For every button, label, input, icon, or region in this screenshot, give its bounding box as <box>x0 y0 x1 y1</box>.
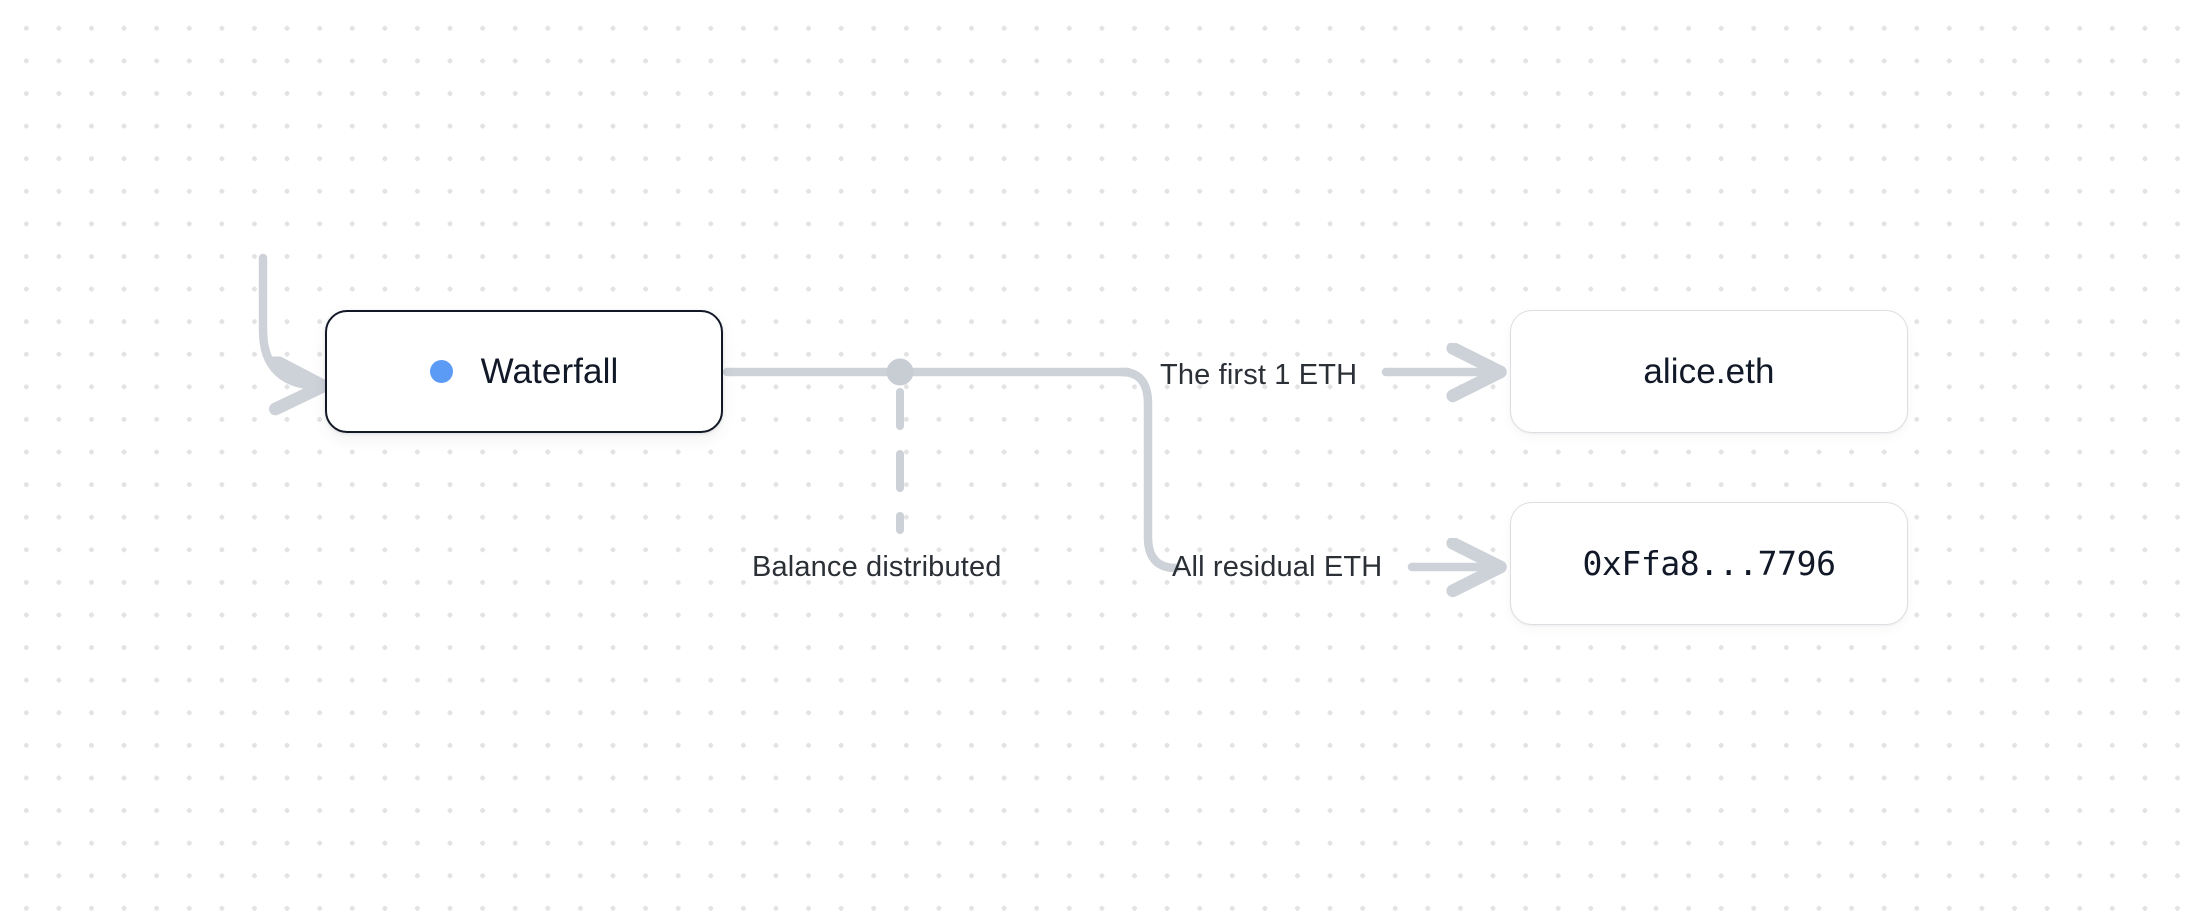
node-alice-eth[interactable]: alice.eth <box>1510 310 1908 433</box>
edge-inbound <box>258 253 320 386</box>
node-waterfall[interactable]: Waterfall <box>325 310 723 433</box>
node-address-label: 0xFfa8...7796 <box>1582 544 1836 583</box>
node-waterfall-label: Waterfall <box>480 351 619 391</box>
edge-label-first-eth[interactable]: The first 1 ETH <box>1160 359 1358 391</box>
edge-label-residual-eth[interactable]: All residual ETH <box>1172 551 1383 583</box>
node-alice-eth-label: alice.eth <box>1643 351 1775 391</box>
node-address[interactable]: 0xFfa8...7796 <box>1510 502 1908 625</box>
split-point-handle[interactable] <box>886 358 914 386</box>
node-waterfall-content: Waterfall <box>429 351 619 392</box>
edge-label-balance-distributed[interactable]: Balance distributed <box>752 551 1002 583</box>
status-dot-icon <box>429 360 453 383</box>
edge-residual-elbow <box>1117 367 1181 573</box>
